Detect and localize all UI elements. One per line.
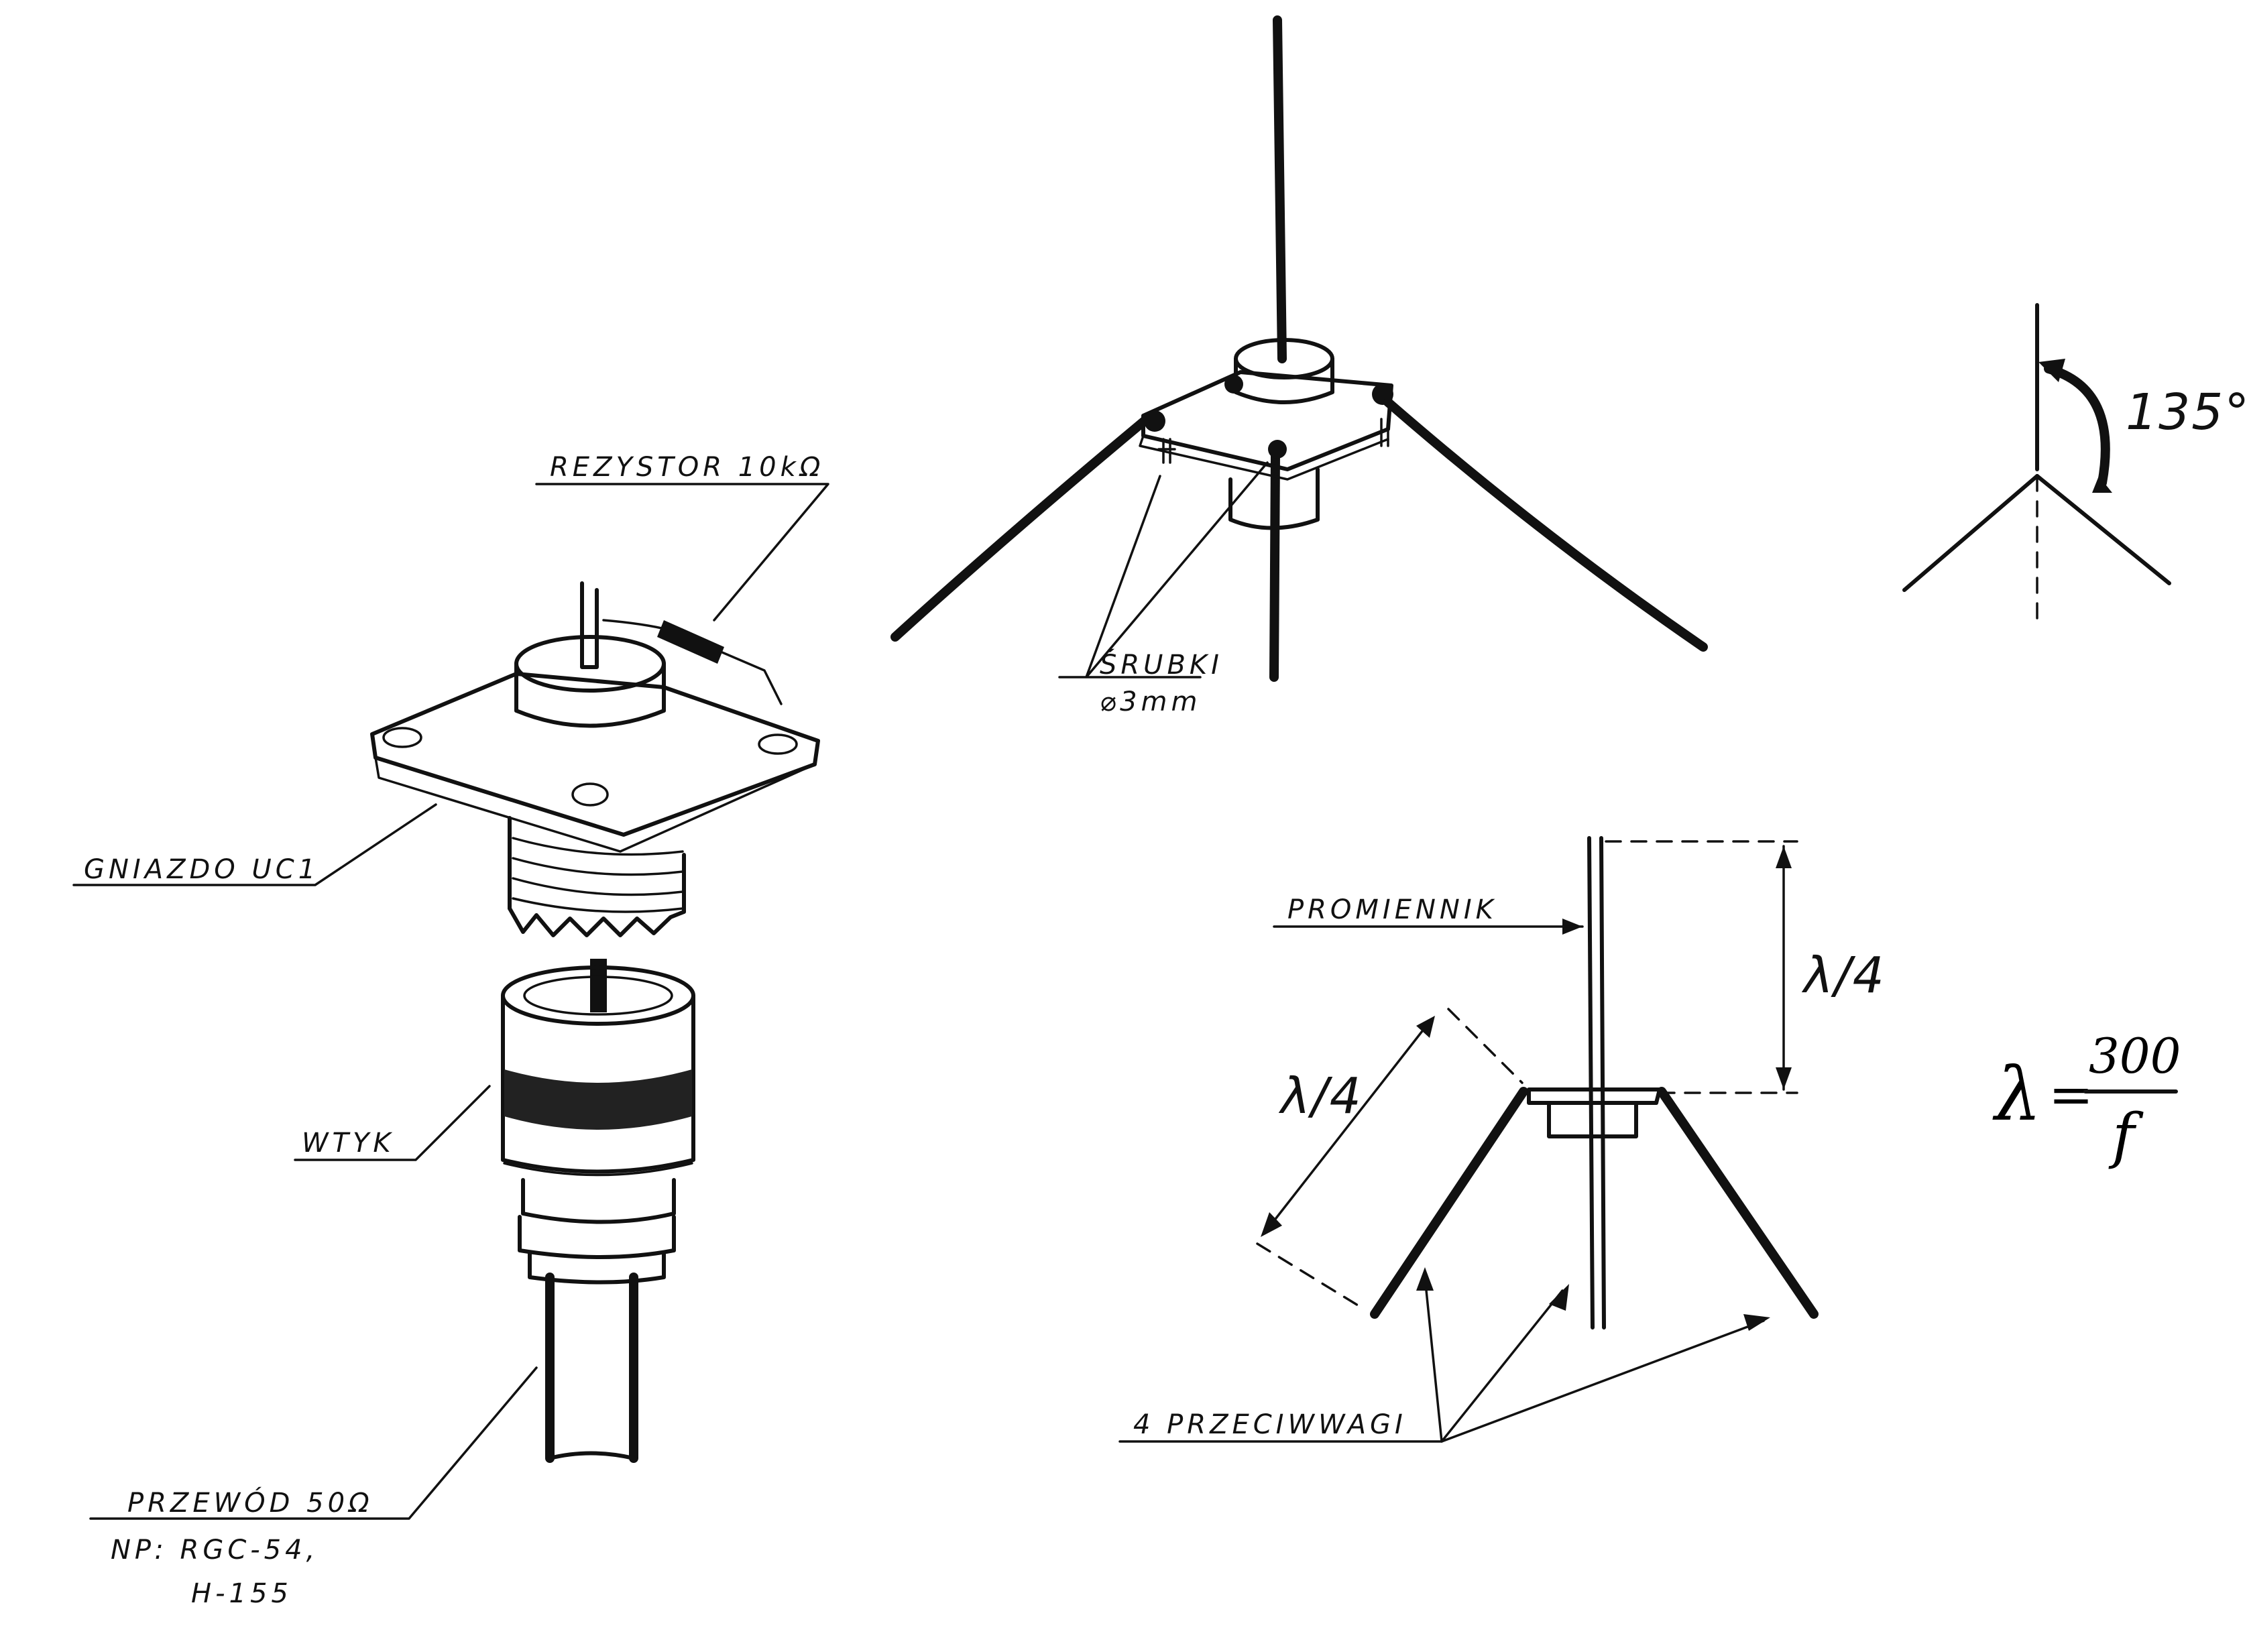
formula-denominator: f [2108, 1101, 2144, 1171]
promiennik-label: PROMIENNIK [1287, 894, 1497, 925]
formula-equals: = [2049, 1063, 2093, 1126]
dimension-drawing [1256, 836, 1819, 1443]
wavelength-formula: λ = 300 f [1992, 1028, 2181, 1171]
wtyk-label: WTYK [302, 1128, 395, 1159]
formula-numerator: 300 [2089, 1028, 2181, 1084]
formula-lhs: λ [1992, 1051, 2042, 1137]
wtyk-leader [294, 1085, 491, 1161]
srubki-label: ŚRUBKI [1100, 648, 1223, 681]
connector-drawing [370, 581, 820, 1463]
lambda-quarter-slant-label: λ/4 [1278, 1067, 1363, 1125]
przewod-np-label: NP: RGC-54, [111, 1535, 319, 1566]
przewod-leader [89, 1366, 538, 1520]
rezystor-label: REZYSTOR 10kΩ [550, 452, 824, 483]
lambda-quarter-vertical-label: λ/4 [1801, 947, 1886, 1004]
srubki-dim-label: ⌀3mm [1100, 687, 1201, 717]
gniazdo-leader [72, 803, 437, 886]
rezystor-leader [535, 483, 829, 622]
angle-diagram [1902, 303, 2171, 625]
przewod-label: PRZEWÓD 50Ω [127, 1486, 373, 1519]
gniazdo-label: GNIAZDO UC1 [84, 854, 319, 885]
przewod-h-label: H-155 [191, 1578, 292, 1609]
antenna-perspective-drawing [890, 15, 1708, 682]
angle-label: 135° [2126, 384, 2245, 441]
przeciwwagi-label: 4 PRZECIWWAGI [1133, 1409, 1407, 1440]
